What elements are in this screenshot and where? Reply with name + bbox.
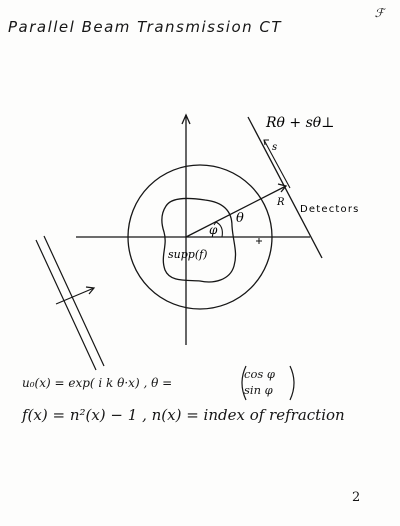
incident-wave-formula: u₀(x) = exp( i k θ·x) , θ = (22, 376, 173, 390)
r-label: R (276, 197, 285, 208)
ray-segment (263, 139, 291, 189)
corner-mark: ℱ (374, 6, 384, 20)
scan-circle (127, 164, 273, 310)
s-label: s (272, 142, 277, 153)
right-paren (289, 365, 295, 401)
page-number: 2 (352, 490, 361, 505)
detectors-label: Detectors (300, 204, 360, 215)
theta-direction (185, 185, 287, 238)
support-region (161, 197, 237, 283)
support-label: supp(f) (168, 248, 207, 261)
phi-arc-tip (213, 221, 220, 226)
s-arrow (263, 139, 269, 146)
theta-vector: cos φ sin φ (244, 366, 275, 398)
beam-arrow-head (85, 286, 96, 295)
theta-vector-top: cos φ (244, 367, 275, 381)
theta-label: θ (236, 211, 244, 226)
beam-arrow (55, 287, 95, 305)
y-axis-arrow (181, 113, 191, 125)
page-title: Parallel Beam Transmission CT (8, 18, 283, 36)
ray-label: Rθ + sθ⊥ (265, 115, 334, 131)
theta-arrow (277, 183, 288, 193)
phi-label: φ (209, 223, 218, 237)
detector-line (247, 116, 323, 259)
source-line-2 (43, 235, 105, 367)
refraction-formula: f(x) = n²(x) − 1 , n(x) = index of refra… (22, 406, 345, 424)
theta-vector-bottom: sin φ (244, 383, 273, 397)
source-line-1 (35, 239, 97, 371)
left-paren (241, 365, 247, 401)
